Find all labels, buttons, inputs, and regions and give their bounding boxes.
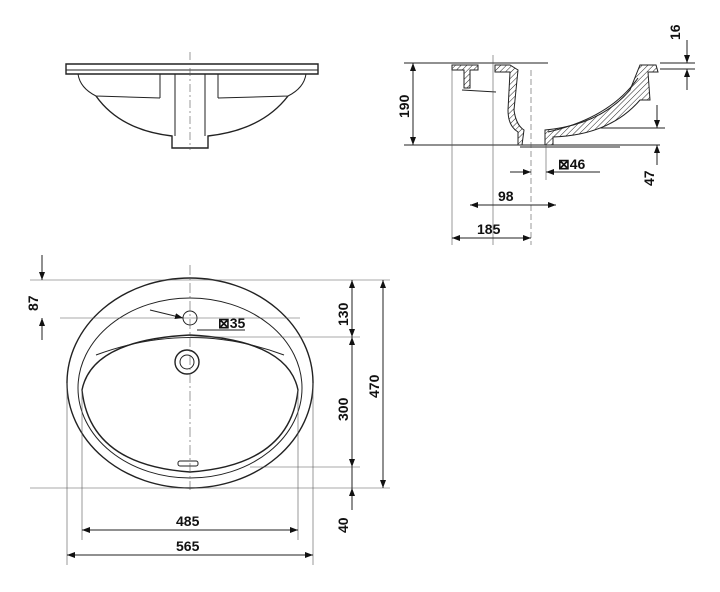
dim-overall-length: 470	[366, 374, 382, 398]
drain	[174, 349, 200, 375]
dim-tap-hole-diameter: ⊠35	[218, 315, 246, 331]
dim-drain-height: 47	[641, 170, 657, 186]
dim-basin-length: 300	[335, 397, 351, 421]
overflow	[177, 460, 199, 467]
dim-overall-width: 565	[176, 538, 200, 554]
front-elevation-view	[65, 52, 319, 150]
dim-depth-offset: 185	[477, 221, 501, 237]
dim-rim-to-basin: 130	[335, 302, 351, 326]
top-view: 87 ⊠35 130 300 40 470 485 565	[25, 255, 390, 565]
dim-total-height: 190	[396, 94, 412, 118]
dim-tap-offset: 87	[25, 295, 41, 311]
dim-drain-offset: 98	[498, 188, 514, 204]
section-view: 190 16 47 ⊠46 98 185	[396, 24, 695, 245]
dim-drain-diameter: ⊠46	[558, 156, 586, 172]
dim-basin-width: 485	[176, 513, 200, 529]
dim-bottom-rim: 40	[335, 517, 351, 533]
dim-rim-height: 16	[667, 24, 683, 40]
